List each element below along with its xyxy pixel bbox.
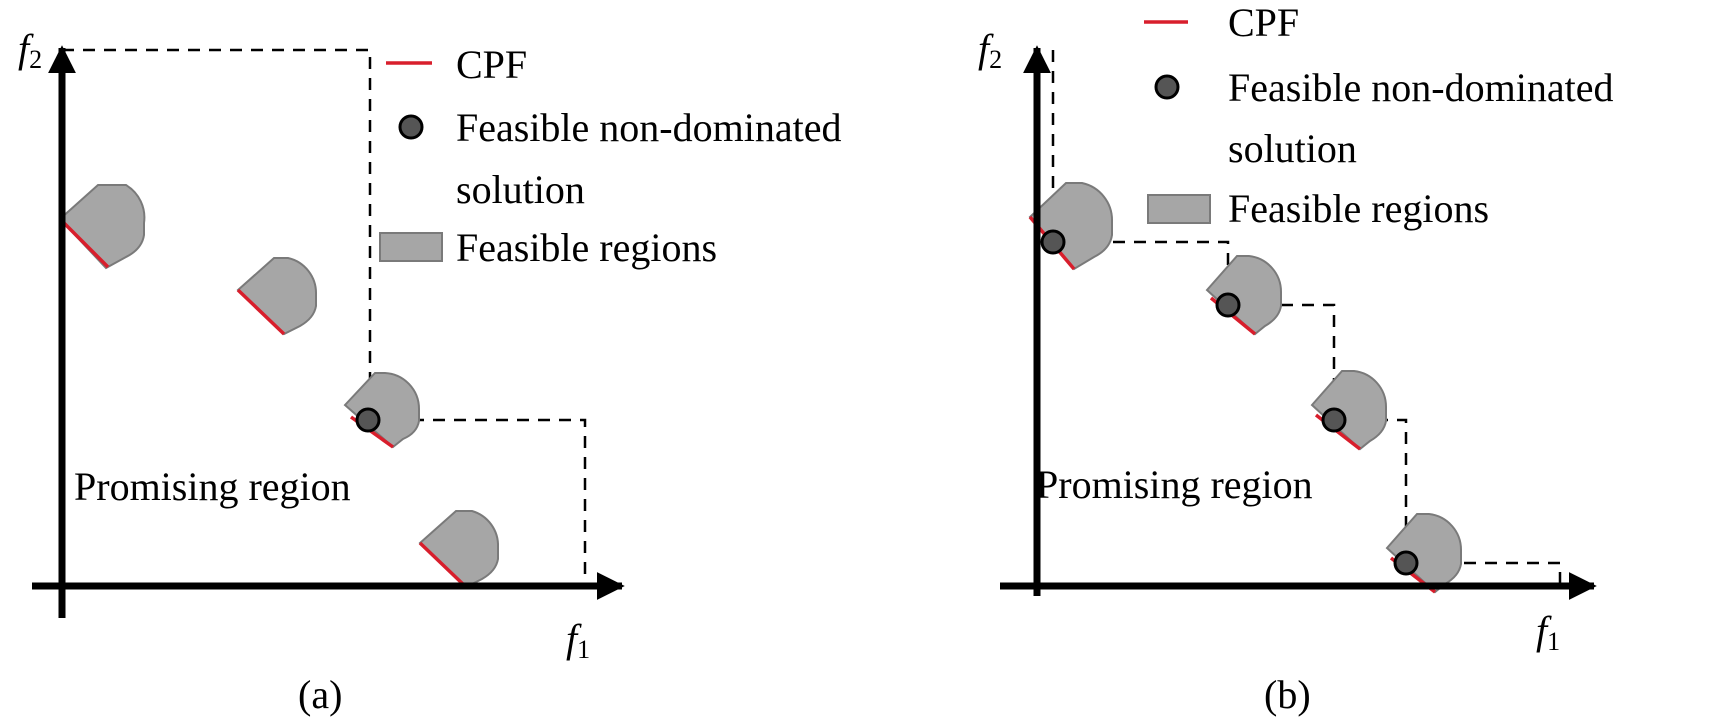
legend-solution-label: Feasible non-dominated — [456, 105, 841, 150]
dominated-boundary — [62, 48, 587, 586]
panel-a: f2 f1 Promising region CPF Feasible non-… — [18, 26, 841, 717]
dominated-boundary — [1051, 50, 1562, 586]
legend: CPF Feasible non-dominated solution Feas… — [1144, 0, 1613, 231]
y-axis-label: f2 — [18, 26, 42, 74]
panel-b: f2 f1 Promising region CPF Feasible non-… — [978, 0, 1613, 717]
feasible-region — [1205, 255, 1283, 336]
feasible-region — [1310, 370, 1388, 451]
legend-solution-label-cont: solution — [1228, 126, 1357, 171]
legend-solution-label: Feasible non-dominated — [1228, 65, 1613, 110]
legend-cpf-label: CPF — [456, 42, 527, 87]
panel-caption: (a) — [298, 672, 342, 717]
legend-regions-swatch — [1147, 194, 1211, 224]
feasible-solution-dot — [355, 407, 381, 433]
legend-cpf-label: CPF — [1228, 0, 1299, 45]
legend-solution-swatch — [398, 114, 424, 140]
legend-regions-swatch — [379, 232, 443, 262]
feasible-region — [418, 510, 500, 589]
x-axis-label: f1 — [566, 616, 590, 664]
feasible-solution-dot — [1321, 407, 1347, 433]
panel-caption: (b) — [1264, 672, 1311, 717]
y-axis-label: f2 — [978, 26, 1002, 74]
legend-regions-label: Feasible regions — [456, 225, 717, 270]
feasible-region — [1028, 182, 1114, 271]
legend-regions-label: Feasible regions — [1228, 186, 1489, 231]
legend-solution-label-cont: solution — [456, 167, 585, 212]
feasible-region — [1385, 513, 1463, 594]
promising-region-label: Promising region — [1036, 462, 1313, 507]
promising-region-label: Promising region — [74, 464, 351, 509]
feasible-solution-dot — [1040, 229, 1066, 255]
feasible-region — [58, 184, 146, 270]
feasible-solution-dot — [1393, 550, 1419, 576]
feasible-region — [236, 257, 318, 336]
feasible-region — [343, 372, 421, 449]
feasible-solution-dot — [1215, 292, 1241, 318]
legend-solution-swatch — [1154, 74, 1180, 100]
legend: CPF Feasible non-dominated solution Feas… — [379, 42, 841, 270]
x-axis-label: f1 — [1536, 608, 1560, 656]
